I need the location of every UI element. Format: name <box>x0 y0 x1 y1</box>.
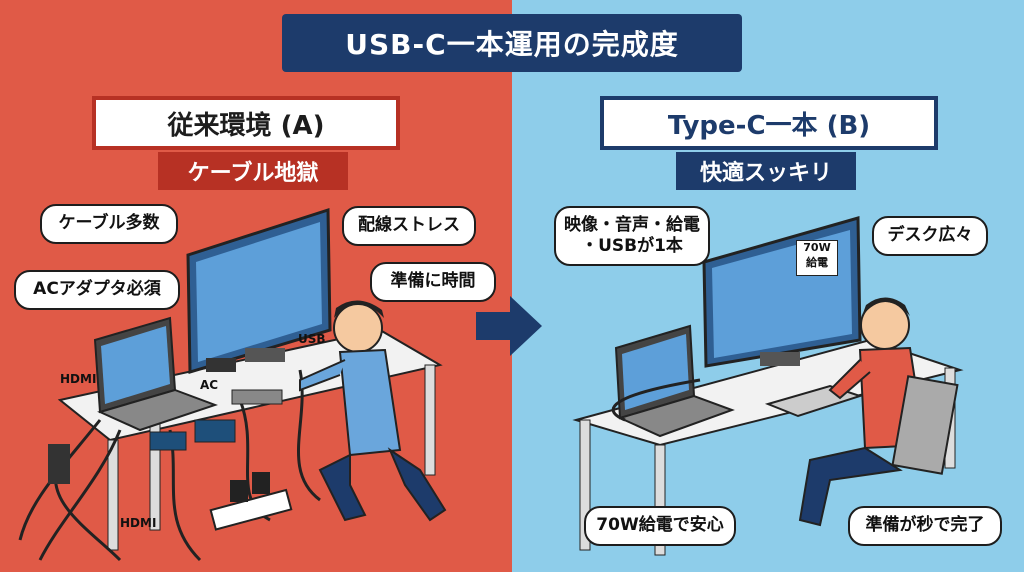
bubble-one-cable: 映像・音声・給電 ・USBが1本 <box>554 206 710 266</box>
left-person <box>299 300 447 522</box>
hdmi-label: HDMI <box>60 372 97 386</box>
phone <box>149 431 187 451</box>
power-strip <box>209 488 293 531</box>
bubble-70w: 70W給電で安心 <box>584 506 736 546</box>
arrow-right-icon <box>476 296 542 356</box>
right-person <box>798 297 959 527</box>
bubble-prep-time: 準備に時間 <box>370 262 496 302</box>
right-laptop <box>614 324 735 438</box>
left-subtitle: ケーブル地獄 <box>158 152 348 190</box>
left-monitor <box>186 207 332 375</box>
right-subtitle: 快適スッキリ <box>676 152 856 190</box>
hdmi-label: HDMI <box>120 516 157 530</box>
usb-label: USB <box>298 332 326 346</box>
bubble-setup-seconds: 準備が秒で完了 <box>848 506 1002 546</box>
ac-adapter <box>48 444 70 484</box>
bubble-many-cables: ケーブル多数 <box>40 204 178 244</box>
tablet <box>194 419 236 443</box>
left-laptop <box>93 316 218 432</box>
plug <box>230 480 248 502</box>
page-title: USB-C一本運用の完成度 <box>282 14 742 72</box>
usb-c-cable <box>611 378 701 422</box>
bubble-ac-adapter: ACアダプタ必須 <box>14 270 180 310</box>
plug <box>252 472 270 494</box>
right-title: Type-C一本 (B) <box>600 96 938 150</box>
ac-label: AC <box>200 378 219 392</box>
monitor-power-label: 70W 給電 <box>796 240 838 276</box>
bubble-wiring-stress: 配線ストレス <box>342 206 476 246</box>
bubble-wide-desk: デスク広々 <box>872 216 988 256</box>
left-title: 従来環境 (A) <box>92 96 400 150</box>
adapter-brick <box>206 358 236 372</box>
usb-hub <box>231 389 283 405</box>
